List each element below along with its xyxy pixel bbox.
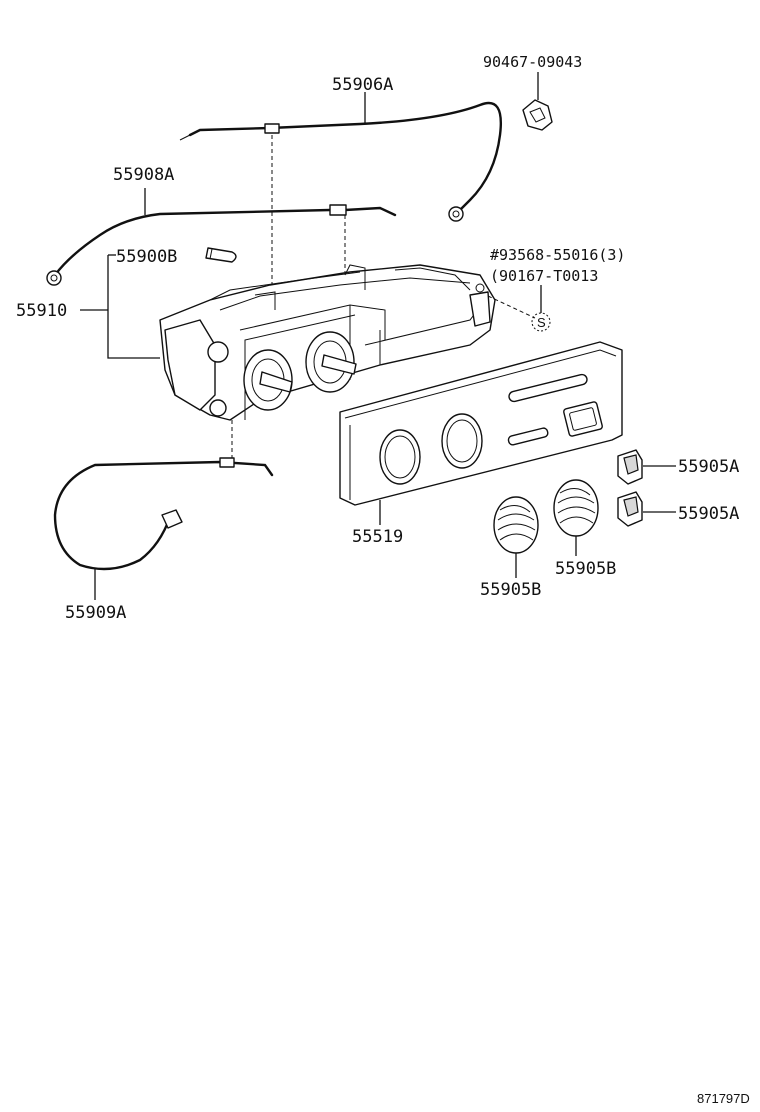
screw-symbol: S (531, 285, 551, 332)
bulb-55900b (205, 247, 237, 263)
cable-55908a (46, 188, 397, 286)
label-93568-55016: #93568-55016(3) (490, 246, 625, 264)
label-90467-09043: 90467-09043 (483, 53, 582, 71)
leader-55910 (80, 254, 160, 359)
label-55908a: 55908A (113, 165, 174, 185)
rotary-control-left (243, 349, 293, 411)
reference-code: 871797D (697, 1091, 750, 1106)
cable-55906a (179, 92, 502, 222)
label-55900b: 55900B (116, 247, 177, 267)
label-55905b-left: 55905B (480, 580, 541, 600)
knob-55905b-left (493, 496, 539, 578)
knob-55905b-right (553, 479, 599, 556)
label-55905b-right: 55905B (555, 559, 616, 579)
label-55910: 55910 (16, 301, 67, 321)
assembly-dash-lines (231, 135, 536, 460)
label-55519: 55519 (352, 527, 403, 547)
label-55905a-top: 55905A (678, 457, 739, 477)
cable-55909a (53, 457, 274, 600)
label-55906a: 55906A (332, 75, 393, 95)
face-panel-55519 (339, 341, 623, 525)
knob-55905a-top (617, 449, 676, 485)
rotary-control-right (305, 331, 357, 393)
label-55905a-bottom: 55905A (678, 504, 739, 524)
label-90167-t0013: (90167-T0013 (490, 267, 598, 285)
clip-90467 (522, 72, 553, 131)
screw-symbol-label: S (537, 315, 546, 330)
label-55909a: 55909A (65, 603, 126, 623)
knob-55905a-bottom (617, 491, 676, 527)
